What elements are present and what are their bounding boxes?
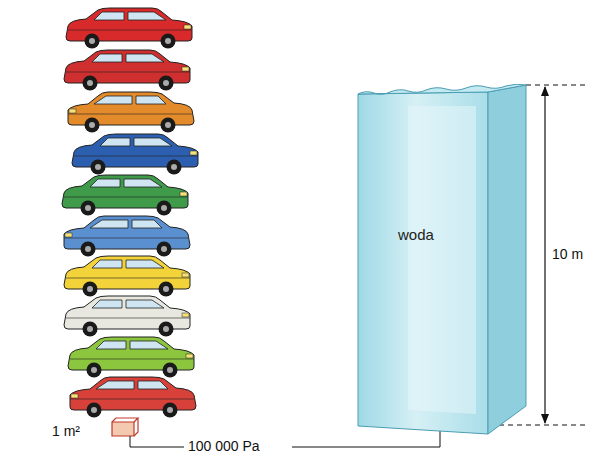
leader-line xyxy=(130,436,184,447)
car xyxy=(62,175,188,216)
dimension-label: 100 000 Pa xyxy=(188,439,260,454)
node-label: woda xyxy=(398,226,434,243)
car xyxy=(68,92,194,133)
car xyxy=(64,50,190,91)
dimension-line xyxy=(526,85,586,86)
dimension-label: 10 m xyxy=(552,247,583,262)
dimension-label: 1 m² xyxy=(52,424,80,439)
leader-line xyxy=(292,428,440,447)
car xyxy=(72,134,198,175)
water-tank: woda xyxy=(356,84,528,436)
car xyxy=(70,377,196,418)
car xyxy=(64,296,190,337)
water-column xyxy=(356,84,528,436)
car xyxy=(68,337,194,378)
car xyxy=(64,216,190,257)
dimension-arrow xyxy=(544,87,545,423)
area-plate xyxy=(112,422,134,436)
car xyxy=(66,8,192,49)
car xyxy=(64,256,190,297)
dimension-line xyxy=(490,425,586,426)
car-stack xyxy=(62,8,198,418)
area-plate xyxy=(112,418,138,436)
